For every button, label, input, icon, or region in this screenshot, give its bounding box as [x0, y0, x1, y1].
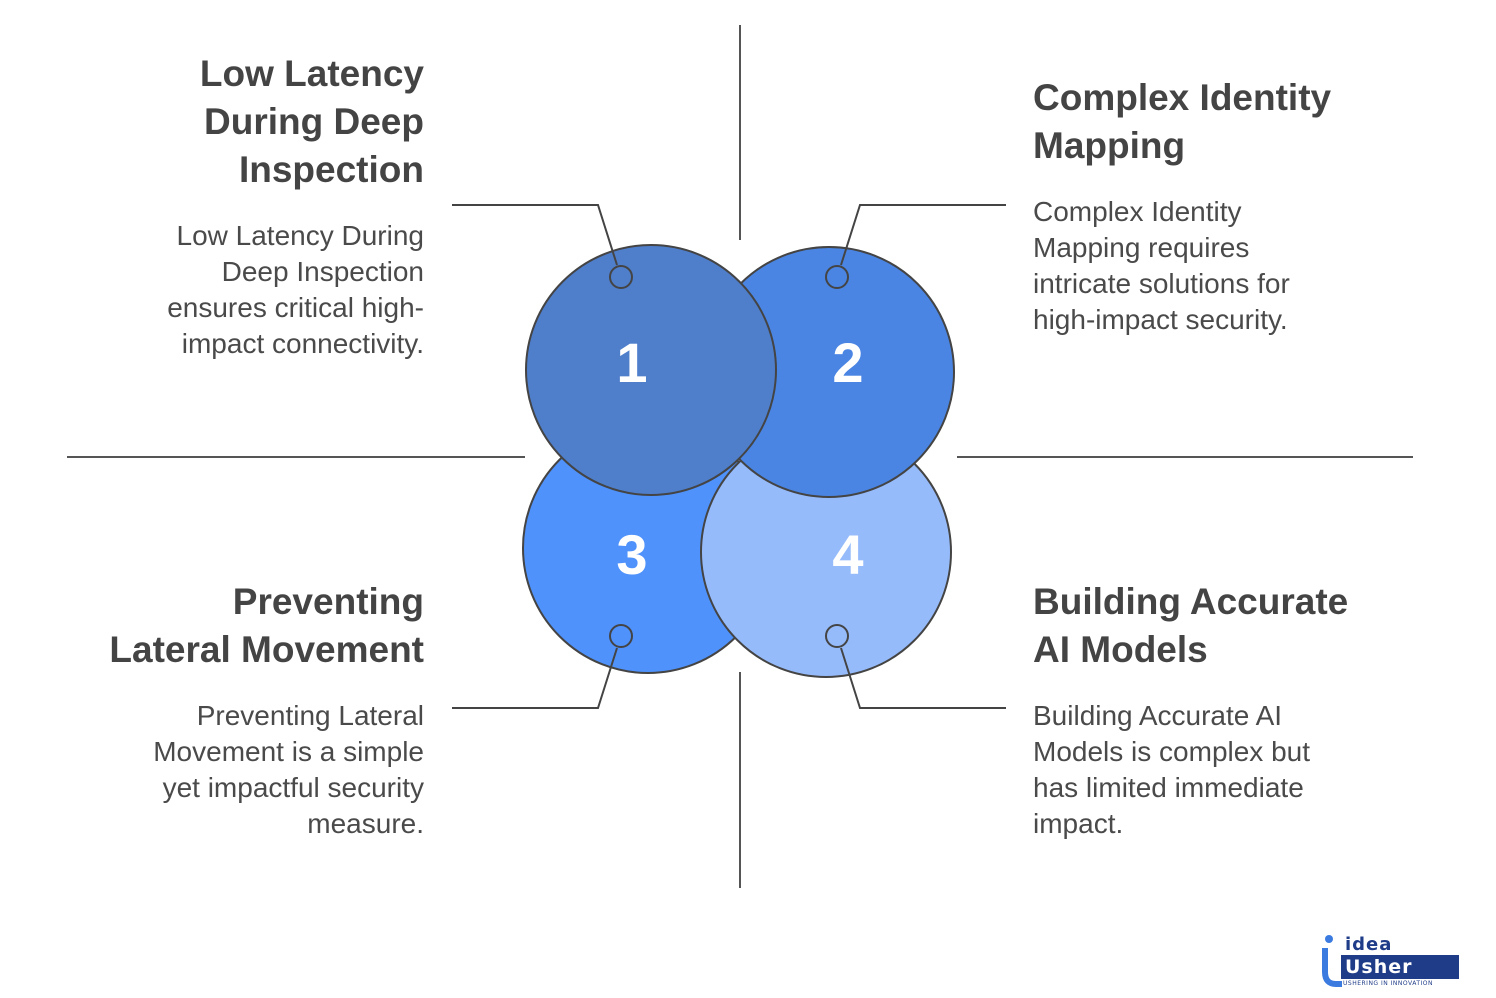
circle-number-2: 2: [832, 331, 863, 394]
logo-text-usher: Usher: [1341, 955, 1459, 979]
leader-line-2: [840, 204, 1006, 266]
connector-dot-4: [825, 624, 849, 648]
circle-1: [525, 244, 777, 496]
leader-line-1: [452, 204, 618, 266]
connector-dot-3: [609, 624, 633, 648]
logo-tagline: USHERING IN INNOVATION: [1343, 980, 1434, 987]
leader-line-4: [840, 647, 1006, 709]
quadrant-2-title: Complex Identity Mapping: [1033, 77, 1332, 166]
leader-line-3: [452, 647, 618, 709]
quadrant-2-description: Complex Identity Mapping requires intric…: [1033, 196, 1290, 335]
connector-dot-1: [609, 265, 633, 289]
quadrant-4-title: Building Accurate AI Models: [1033, 581, 1349, 670]
circle-number-3: 3: [616, 523, 647, 586]
quadrant-1-title: Low Latency During Deep Inspection: [199, 53, 424, 190]
circle-number-1: 1: [616, 331, 647, 394]
quadrant-3-title: Preventing Lateral Movement: [109, 581, 424, 670]
quadrant-3-description: Preventing Lateral Movement is a simple …: [153, 700, 424, 839]
connector-dot-2: [825, 265, 849, 289]
quadrant-4-description: Building Accurate AI Models is complex b…: [1033, 700, 1311, 839]
circle-number-4: 4: [832, 523, 863, 586]
quadrant-1-description: Low Latency During Deep Inspection ensur…: [167, 220, 424, 359]
logo-text-idea: idea: [1345, 934, 1393, 955]
logo-u-icon: [1322, 935, 1342, 987]
